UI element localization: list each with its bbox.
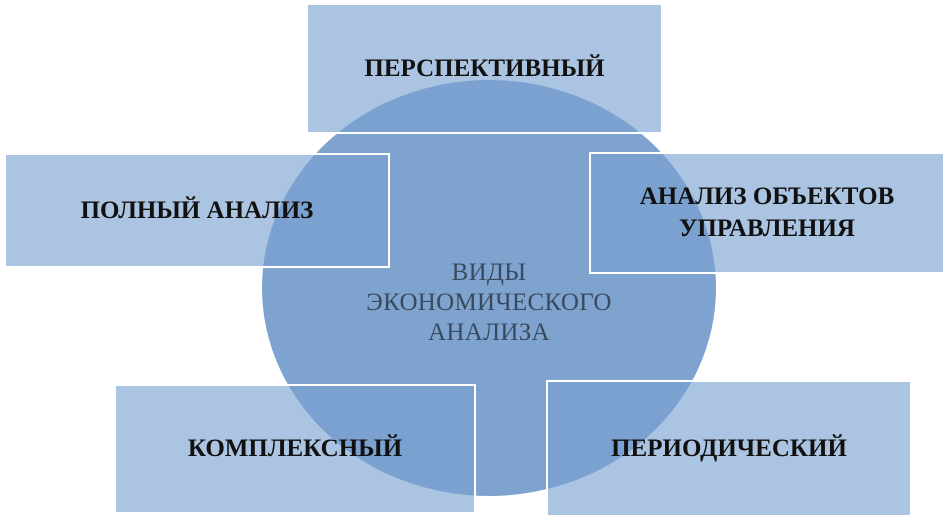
box-perspective: ПЕРСПЕКТИВНЫЙ — [306, 3, 663, 134]
center-label-line: ЭКОНОМИЧЕСКОГО — [366, 289, 612, 316]
box-periodic: ПЕРИОДИЧЕСКИЙ — [546, 380, 912, 517]
box-label: ПОЛНЫЙ АНАЛИЗ — [80, 196, 314, 224]
box-label: АНАЛИЗ ОБЪЕКТОВ УПРАВЛЕНИЯ — [639, 183, 895, 242]
box-full-analysis: ПОЛНЫЙ АНАЛИЗ — [4, 153, 390, 268]
center-label-line: ВИДЫ — [451, 259, 527, 286]
box-label: ПЕРИОДИЧЕСКИЙ — [611, 434, 847, 462]
center-label-line: АНАЛИЗА — [428, 319, 550, 346]
center-label: ВИДЫ ЭКОНОМИЧЕСКОГО АНАЛИЗА — [300, 258, 678, 348]
box-label: КОМПЛЕКСНЫЙ — [187, 435, 403, 462]
box-complex: КОМПЛЕКСНЫЙ — [114, 384, 476, 514]
box-label: ПЕРСПЕКТИВНЫЙ — [364, 54, 605, 82]
box-management-objects: АНАЛИЗ ОБЪЕКТОВ УПРАВЛЕНИЯ — [589, 152, 945, 274]
